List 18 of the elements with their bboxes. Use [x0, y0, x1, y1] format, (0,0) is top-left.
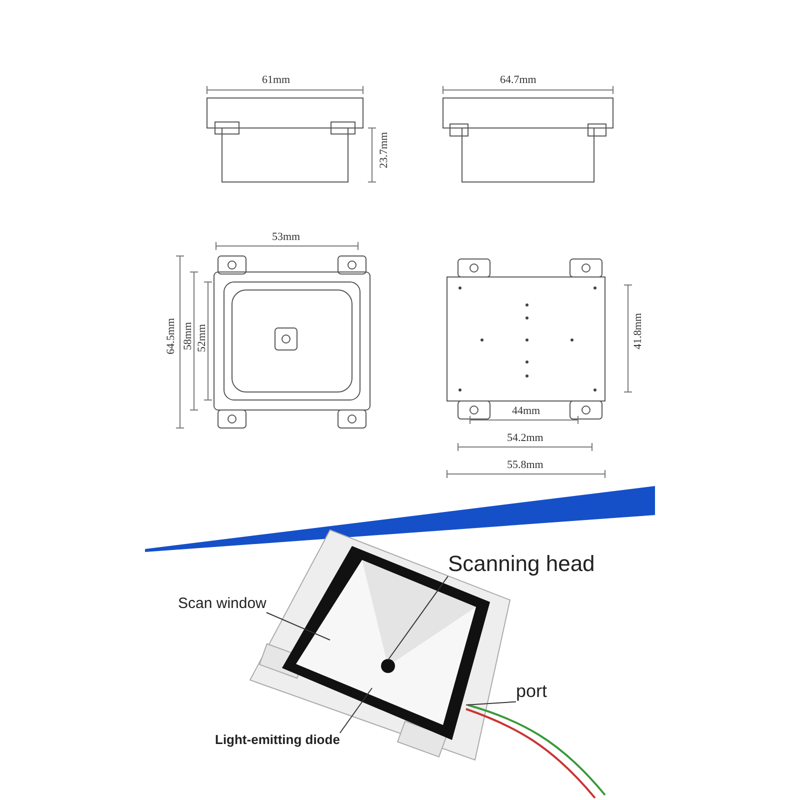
leader-line — [466, 701, 516, 706]
dimension-label: 61mm — [262, 74, 290, 86]
dimension-label: 55.8mm — [507, 459, 544, 471]
dimension-label: 64.5mm — [165, 318, 177, 354]
callout-label: port — [516, 682, 548, 702]
callout-label: Scanning head — [448, 552, 595, 576]
leader-line — [339, 688, 372, 734]
dimension-label: 44mm — [512, 405, 540, 417]
dimension-label: 52mm — [196, 324, 208, 352]
dimension-label: 64.7mm — [500, 74, 536, 86]
dimension-label: 53mm — [272, 231, 300, 243]
dimension-label: 41.8mm — [632, 313, 644, 350]
dimension-label: 54.2mm — [507, 432, 544, 444]
dimension-label: 58mm — [182, 322, 194, 350]
callout-label: Light-emitting diode — [215, 733, 340, 748]
dimension-label: 23.7mm — [378, 132, 390, 168]
leader-line — [266, 612, 330, 640]
callout-label: Scan window — [178, 596, 266, 612]
